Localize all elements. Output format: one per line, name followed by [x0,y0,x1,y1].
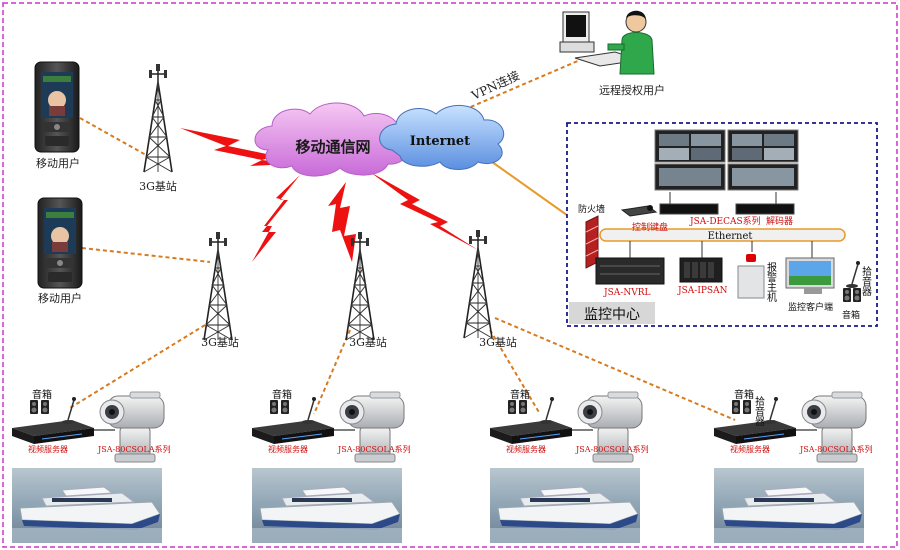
base-station-4: 3G基站 [463,229,517,349]
video-server-device [11,419,95,445]
ship-photo [11,467,163,544]
video-server-label: 视频服务器 [730,444,770,454]
mobile-user-1: 移动用户 [34,61,80,170]
mobile-user-2-label: 移动用户 [38,291,82,305]
keyboard-label: 控制键盘 [632,221,668,233]
microphone-icon [301,396,317,425]
base-station-2: 3G基站 [201,231,239,349]
vpn-label: VPN连接 [468,67,522,103]
camera-series-label: JSA-80CSOLA系列 [575,444,649,454]
monitor-client: 监控客户端 [785,257,835,313]
ethernet-label: Ethernet [708,231,753,242]
mobile-user-1-label: 移动用户 [36,156,80,170]
base-station-1: 3G基站 [139,63,177,193]
mc-speaker-label: 音箱 [842,309,860,321]
speaker-label: 音箱 [734,388,754,401]
firewall-label: 防火墙 [578,203,605,215]
camera-series-label: JSA-80CSOLA系列 [97,444,171,454]
video-server-label: 视频服务器 [268,444,308,454]
video-server-label: 视频服务器 [506,444,546,454]
ship-photo [251,467,403,544]
speaker-icon [743,400,751,414]
video-server-device [489,419,573,445]
speaker-icon [41,400,49,414]
monitor-center-title-box [569,302,655,324]
speaker-label: 音箱 [272,388,292,401]
decoder-label: 解码器 [766,215,793,227]
base-station-3-label: 3G基站 [349,335,387,349]
video-wall [654,129,799,191]
speaker-icon [30,400,38,414]
decoder-device [735,203,795,215]
video-server-device [251,419,335,445]
pickup-label: 拾音器 [753,395,765,427]
speaker-label: 音箱 [32,388,52,401]
monitor-center: JSA-DECAS系列 解码器 Ethernet 防火墙 控制键盘 JSA-NV… [566,122,878,327]
speaker-icon [732,400,740,414]
speaker-label: 音箱 [510,388,530,401]
mobile-user-2: 移动用户 [37,197,83,305]
microphone-icon [61,396,77,425]
remote-user-label: 远程授权用户 [599,83,665,97]
ethernet-bar [599,228,846,242]
ship-photo [489,467,641,544]
decas-label: JSA-DECAS系列 [689,215,761,227]
internet-label: Internet [410,134,470,149]
monitor-center-title: 监控中心 [584,307,640,323]
decas-device [659,203,719,215]
speaker-icon [519,400,527,414]
base-station-3: 3G基站 [345,231,387,349]
speaker-icon [270,400,278,414]
ship-photo [713,467,865,544]
video-server-label: 视频服务器 [28,444,68,454]
mobile-network-label: 移动通信网 [295,138,370,156]
mc-speaker: 音箱 [842,288,861,321]
client-label: 监控客户端 [788,301,833,313]
base-station-2-label: 3G基站 [201,335,239,349]
alarm-label: 报警主机 [765,261,777,303]
base-station-4-label: 3G基站 [479,335,517,349]
internet-cloud: Internet [379,104,505,170]
mc-pickup-label: 拾音器 [860,265,872,297]
ipsan-label: JSA-IPSAN [677,286,728,296]
mc-pickup: 拾音器 [845,260,872,297]
camera-series-label: JSA-80CSOLA系列 [799,444,873,454]
base-station-1-label: 3G基站 [139,179,177,193]
nvrl-label: JSA-NVRL [603,288,650,298]
control-keyboard: 控制键盘 [620,205,668,233]
microphone-icon [539,396,555,425]
alarm-host: 报警主机 [737,254,777,303]
microphone-icon [763,396,779,425]
nvrl-device: JSA-NVRL [595,257,665,298]
firewall: 防火墙 [578,203,605,269]
speaker-icon [508,400,516,414]
wireless-bolts [180,128,478,262]
mobile-network-cloud: 移动通信网 [254,102,410,177]
remote-user: 远程授权用户 [559,10,665,97]
speaker-icon [281,400,289,414]
camera-series-label: JSA-80CSOLA系列 [337,444,411,454]
ipsan-device: JSA-IPSAN [677,257,728,296]
